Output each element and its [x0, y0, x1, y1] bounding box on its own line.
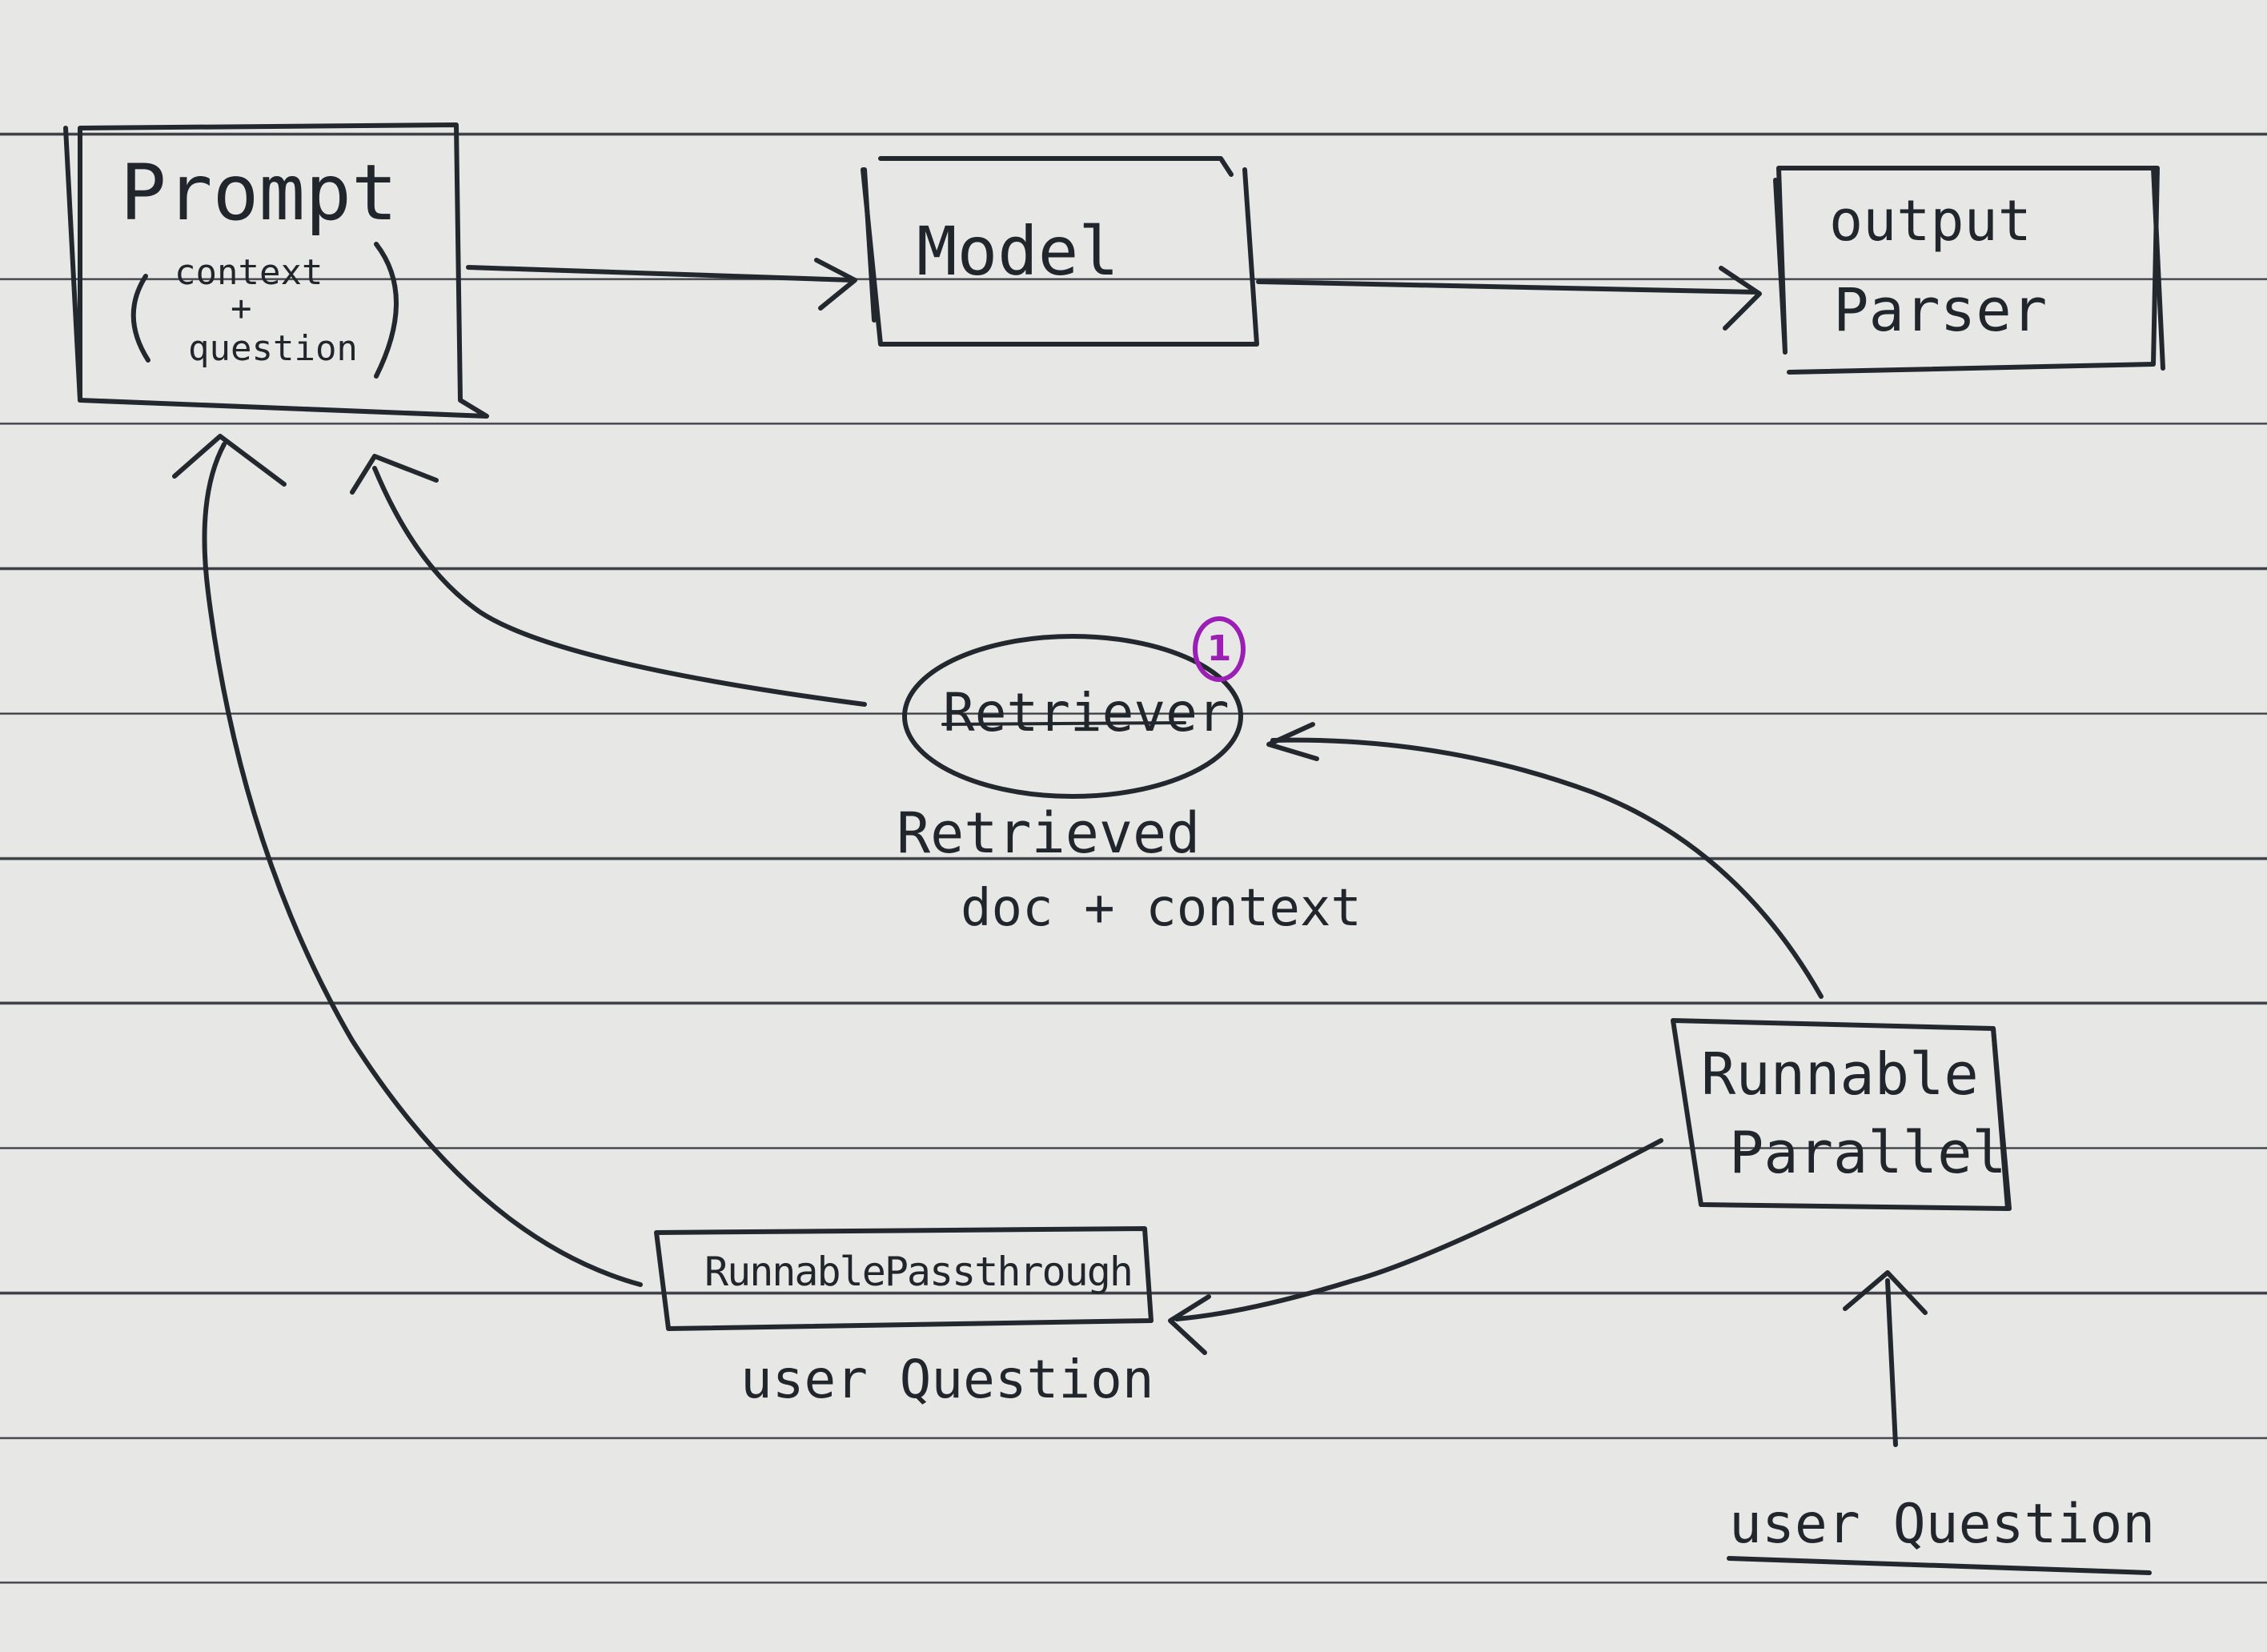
retriever-strike	[941, 721, 1186, 726]
arrow-prompt-to-model	[466, 265, 855, 283]
arrow-userquestion-to-parallel	[1885, 1278, 1898, 1447]
user-question-input-label: user Question	[1729, 1493, 2156, 1556]
prompt-left-paren	[130, 274, 150, 363]
arrow-parallel-to-retriever	[1270, 737, 1824, 999]
arrow-model-to-parser-head	[1719, 266, 1762, 331]
prompt-right-paren	[374, 242, 399, 379]
runnable-passthrough-caption: user Question	[740, 1349, 1154, 1410]
model-box-left	[862, 167, 877, 323]
prompt-detail-question: question	[188, 328, 358, 369]
runnable-parallel-line-1: Runnable	[1701, 1041, 1979, 1108]
arrow-passthrough-to-prompt	[202, 442, 643, 1287]
arrow-passthrough-to-prompt-head	[172, 434, 287, 487]
runnable-passthrough-label: RunnablePassthrough	[704, 1249, 1134, 1295]
retriever-label: Retriever	[943, 682, 1230, 744]
retriever-badge: 1	[1193, 616, 1246, 682]
runnable-passthrough-box	[654, 1226, 1154, 1331]
retriever-caption-line-1: Retrieved	[897, 800, 1201, 866]
arrow-parallel-to-retriever-head	[1266, 722, 1319, 761]
arrow-userquestion-to-parallel-head	[1843, 1270, 1928, 1315]
prompt-title: Prompt	[120, 148, 398, 238]
retriever-caption-line-2: doc + context	[961, 879, 1362, 938]
runnable-parallel-line-2: Parallel	[1729, 1119, 2007, 1186]
arrow-prompt-to-model-head	[814, 258, 857, 311]
prompt-box-left-edge	[63, 126, 82, 403]
output-parser-line-2: Parser	[1833, 276, 2048, 345]
prompt-detail-plus: +	[231, 288, 252, 329]
output-parser-right	[2151, 166, 2165, 371]
arrow-parallel-to-passthrough	[1174, 1138, 1663, 1321]
output-parser-line-1: output	[1829, 188, 2032, 254]
runnable-parallel-box-right	[1991, 1026, 2012, 1211]
arrow-retriever-to-prompt	[372, 466, 867, 707]
arrow-parallel-to-passthrough-head	[1168, 1294, 1211, 1355]
user-question-underline	[1727, 1556, 2152, 1575]
arrow-model-to-parser	[1256, 279, 1759, 295]
model-label: Model	[917, 212, 1119, 291]
prompt-detail-context: context	[175, 252, 323, 293]
retriever-ellipse	[902, 634, 1243, 799]
output-parser-box	[1773, 166, 2160, 375]
arrow-retriever-to-prompt-head	[350, 454, 439, 495]
